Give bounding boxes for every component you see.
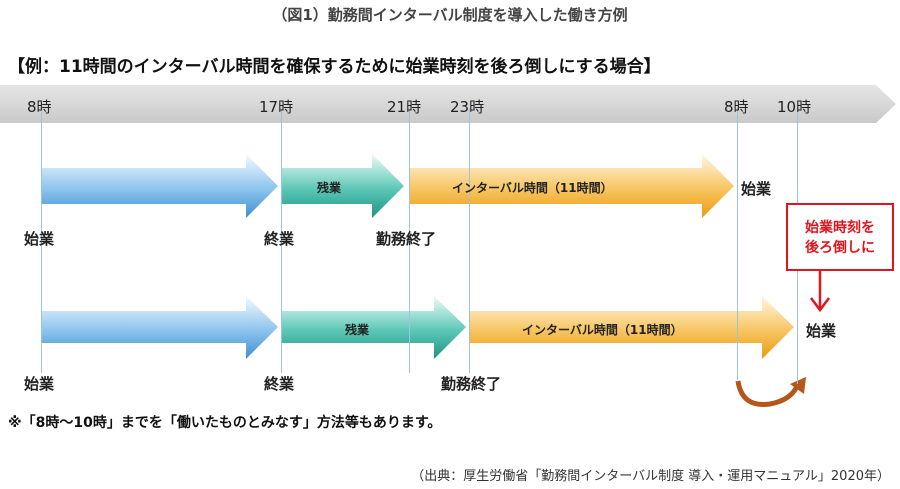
callout-line-1: 始業時刻を — [805, 220, 875, 236]
row1-end-label: 終業 — [264, 230, 295, 248]
row2-interval-label: インターバル時間（11時間） — [522, 323, 683, 337]
shift-curve-arrow — [735, 380, 801, 408]
tick-21: 21時 — [387, 98, 422, 116]
guide-line-next-8 — [737, 108, 738, 380]
guide-line-21 — [409, 108, 410, 373]
row2-overtime-label: 残業 — [345, 323, 370, 337]
callout-line-2: 後ろ倒しに — [805, 240, 875, 256]
callout-arrow-head — [810, 297, 830, 313]
row2-next-start-label: 始業 — [806, 322, 837, 340]
row1-work-end-label: 勤務終了 — [376, 230, 437, 248]
row1-overtime-arrow — [282, 154, 404, 218]
shift-start-callout: 始業時刻を 後ろ倒しに — [786, 203, 894, 271]
row2-work-end-label: 勤務終了 — [441, 375, 502, 393]
shift-curve-arrowhead — [790, 377, 806, 394]
timeline-band — [0, 85, 896, 123]
guide-line-23 — [469, 108, 470, 373]
guide-line-17 — [281, 108, 282, 373]
tick-next-8: 8時 — [724, 98, 749, 116]
row1-interval-label: インターバル時間（11時間） — [452, 181, 613, 195]
row1-next-start-label: 始業 — [741, 180, 772, 198]
row2-interval-arrow — [470, 296, 794, 359]
note-text: ※「8時～10時」までを「働いたものとみなす」方法等もあります。 — [8, 415, 442, 431]
source-citation: （出典：厚生労働省「勤務間インターバル制度 導入・運用マニュアル」2020年） — [411, 469, 890, 484]
row2-work-arrow — [42, 296, 278, 359]
tick-23: 23時 — [450, 98, 485, 116]
tick-17: 17時 — [259, 98, 294, 116]
row2-end-label: 終業 — [264, 375, 295, 393]
row1-overtime-label: 残業 — [317, 181, 342, 195]
tick-10: 10時 — [777, 98, 812, 116]
example-heading: 【例：11時間のインターバル時間を確保するために始業時刻を後ろ倒しにする場合】 — [8, 57, 661, 77]
row1-interval-arrow — [409, 154, 734, 218]
row2-overtime-arrow — [282, 296, 466, 359]
guide-line-8 — [41, 108, 42, 373]
tick-8: 8時 — [27, 98, 52, 116]
row2-start-label: 始業 — [24, 375, 55, 393]
figure-title: （図1）勤務間インターバル制度を導入した働き方例 — [272, 6, 628, 24]
row1-start-label: 始業 — [24, 230, 55, 248]
row1-work-arrow — [42, 154, 278, 218]
